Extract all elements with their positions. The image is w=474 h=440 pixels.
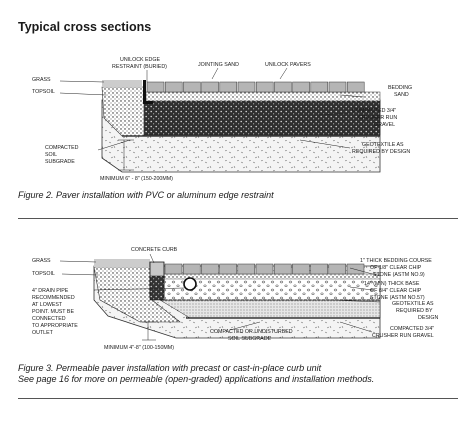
fig2-label-gravel: COMPACTED 3/4" — [352, 108, 396, 114]
paver-block — [219, 81, 238, 93]
fig2-label-gravel: GRAVEL — [374, 122, 395, 128]
paver-block — [255, 81, 274, 93]
paver-block — [237, 263, 256, 275]
paver-block — [346, 81, 365, 93]
paver-block — [255, 263, 274, 275]
fig3-label-subgrade: SOIL SUBGRADE — [228, 336, 272, 342]
fig3-geotextile-line — [160, 299, 380, 319]
fig3-label-bedding: OF 1/8" CLEAR CHIP — [370, 265, 422, 271]
fig2-pavers — [146, 81, 365, 93]
fig2-grass — [102, 80, 142, 87]
fig2-label-pavers: UNILOCK PAVERS — [265, 62, 311, 68]
paver-block — [328, 81, 347, 93]
fig2-label-topsoil: TOPSOIL — [32, 89, 55, 95]
fig3-label-geotextile: GEOTEXTILE AS — [392, 301, 434, 307]
paver-block — [182, 263, 201, 275]
fig3-label-base: OF 3/4" CLEAR CHIP — [370, 288, 422, 294]
fig3-label-curb: CONCRETE CURB — [131, 247, 178, 253]
fig3-label-drain: RECOMMENDED — [32, 295, 75, 301]
figure-3-note: See page 16 for more on permeable (open-… — [18, 374, 375, 384]
fig3-label-minimum: MINIMUM 4"-8" (100-150MM) — [104, 345, 174, 351]
fig3-concrete-curb — [149, 261, 165, 301]
section-divider — [18, 218, 458, 219]
fig3-label-drain: OUTLET — [32, 330, 54, 336]
fig2-label-bedding: SAND — [394, 92, 409, 98]
fig3-label-drain: POINT. MUST BE — [32, 309, 74, 315]
fig3-grass — [94, 259, 150, 267]
fig2-label-jointing-sand: JOINTING SAND — [198, 62, 239, 68]
paver-block — [274, 81, 292, 93]
paver-block — [310, 81, 329, 93]
fig3-label-gravel: COMPACTED 3/4" — [390, 326, 434, 332]
fig2-label-edge-restraint: UNILOCK EDGE — [120, 57, 160, 63]
figure-2-caption: Figure 2. Paver installation with PVC or… — [18, 190, 274, 200]
paver-block — [219, 263, 237, 275]
fig3-label-geotextile: DESIGN — [418, 315, 438, 321]
fig3-label-drain: AT LOWEST — [32, 302, 63, 308]
paver-block — [292, 263, 310, 275]
paver-block — [328, 263, 347, 275]
paver-block — [346, 263, 365, 275]
paver-block — [183, 81, 201, 93]
fig2-label-subgrade: SUBGRADE — [45, 159, 75, 165]
fig2-label-bedding: BEDDING — [388, 85, 412, 91]
fig3-label-subgrade: COMPACTED OR UNDISTURBED — [210, 329, 293, 335]
fig3-bedding-course — [163, 273, 381, 280]
paver-block — [310, 263, 328, 275]
fig3-drain-pipe — [183, 277, 197, 291]
paver-block — [164, 263, 183, 275]
figure-3-caption: Figure 3. Permeable paver installation w… — [18, 363, 322, 373]
fig2-label-subgrade: COMPACTED — [45, 145, 79, 151]
fig3-label-drain: CONNECTED — [32, 316, 66, 322]
figure-3-diagram: CONCRETE CURB GRASS TOPSOIL 4" DRAIN PIP… — [32, 247, 438, 351]
fig3-crusher-run — [159, 299, 381, 319]
fig3-label-gravel: CRUSHER RUN GRAVEL — [372, 333, 434, 339]
fig3-pavers — [164, 263, 365, 275]
fig3-label-base: 14" (MIN) THICK BASE — [364, 281, 420, 287]
fig3-label-topsoil: TOPSOIL — [32, 271, 55, 277]
paver-block — [273, 263, 292, 275]
fig3-label-bedding: 1" THICK BEDDING COURSE — [360, 258, 432, 264]
fig3-label-drain: TO APPROPRIATE — [32, 323, 78, 329]
fig2-edge-restraint — [143, 80, 153, 104]
paver-block — [237, 81, 256, 93]
fig2-label-gravel: CRUSHER RUN — [358, 115, 397, 121]
fig3-label-geotextile: REQUIRED BY — [396, 308, 433, 314]
paver-block — [292, 81, 310, 93]
fig2-gravel-base — [121, 100, 381, 136]
fig2-label-grass: GRASS — [32, 77, 51, 83]
fig2-label-geotextile: REQUIRED BY DESIGN — [352, 149, 410, 155]
fig2-label-minimum: MINIMUM 6" - 8" (150-200MM) — [100, 176, 173, 182]
fig3-label-bedding: STONE (ASTM NO.9) — [373, 272, 425, 278]
fig3-label-grass: GRASS — [32, 258, 51, 264]
fig2-label-edge-restraint: RESTRAINT (BURIED) — [112, 64, 167, 70]
page-title: Typical cross sections — [18, 20, 152, 34]
paver-block — [201, 81, 219, 93]
paver-block — [164, 81, 183, 93]
fig3-label-drain: 4" DRAIN PIPE — [32, 288, 69, 294]
figure-2-diagram: GRASS TOPSOIL UNILOCK EDGE RESTRAINT (BU… — [32, 57, 412, 182]
fig2-label-geotextile: GEOTEXTILE AS — [362, 142, 404, 148]
paver-block — [146, 81, 165, 93]
section-divider — [18, 398, 458, 399]
fig2-label-subgrade: SOIL — [45, 152, 57, 158]
fig3-label-base: STONE (ASTM NO.57) — [370, 295, 425, 301]
paver-block — [201, 263, 219, 275]
